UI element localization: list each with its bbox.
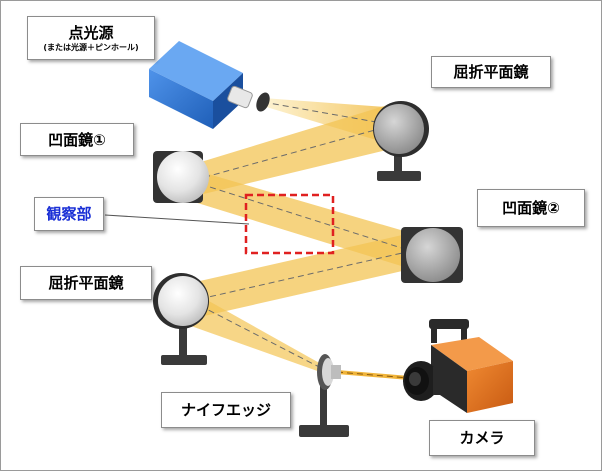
knife-edge-icon (299, 354, 349, 437)
fold-mirror-bottom-label: 屈折平面鏡 (20, 266, 152, 300)
concave-mirror-2-icon (401, 227, 463, 283)
concave-mirror-1-label: 凹面鏡① (20, 123, 134, 156)
fold-mirror-top-label: 屈折平面鏡 (431, 56, 551, 88)
observation-box (244, 193, 335, 255)
point-source-title: 点光源 (68, 23, 114, 42)
camera-label: カメラ (429, 420, 535, 456)
high-speed-camera-icon (403, 319, 513, 413)
light-source-icon (149, 41, 270, 129)
beam-axis (190, 101, 422, 380)
concave-mirror-2-label: 凹面鏡② (477, 189, 585, 227)
point-source-label: 点光源 (または光源＋ピンホール) (27, 16, 155, 60)
fold-mirror-bottom-icon (153, 273, 209, 365)
observation-leader-line (104, 214, 250, 225)
concave-mirror-1-icon (153, 151, 209, 203)
fold-mirror-top-icon (373, 101, 429, 181)
knife-edge-label: ナイフエッジ (161, 392, 291, 428)
observation-area-label: 観察部 (34, 197, 104, 231)
point-source-subtitle: (または光源＋ピンホール) (43, 42, 139, 52)
